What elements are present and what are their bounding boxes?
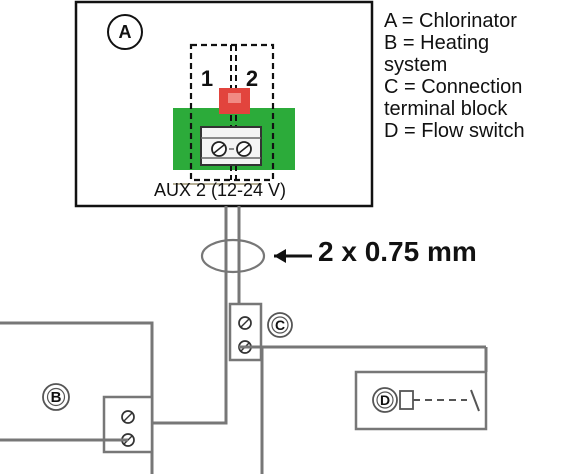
legend-line-2: B = Heating	[384, 32, 490, 54]
badge-a: A	[119, 22, 132, 42]
legend-line-1: A = Chlorinator	[384, 10, 517, 32]
cable-spec: 2 x 0.75 mm	[318, 236, 477, 267]
badge-d-inner	[376, 391, 394, 409]
terminal-block-body	[200, 126, 262, 166]
flow-switch-label: D	[380, 392, 390, 408]
cable-bundle-ellipse	[200, 238, 266, 274]
flow-switch-contact	[470, 389, 480, 412]
flow-switch-icon	[399, 390, 414, 410]
connection-terminal-label: C	[275, 317, 285, 333]
screw-slot	[123, 412, 133, 422]
screw-slot	[240, 318, 250, 328]
terminal-label-1: 1	[201, 66, 213, 91]
terminal-label-2: 2	[246, 66, 258, 91]
badge-c-inner	[271, 316, 289, 334]
badge-a-circle	[107, 14, 143, 50]
legend-line-5: terminal block	[384, 98, 508, 120]
flow-switch-housing	[354, 370, 488, 431]
aux-label: AUX 2 (12-24 V)	[153, 180, 287, 200]
legend-line-4: C = Connection	[384, 76, 523, 98]
screw-slot	[238, 144, 250, 154]
legend-line-3: system	[384, 54, 448, 76]
arrow-left-icon	[274, 249, 286, 263]
red-connector-highlight	[228, 93, 241, 103]
legend: A = Chlorinator B = Heating system C = C…	[384, 10, 570, 142]
legend-line-6: D = Flow switch	[384, 120, 525, 142]
screw-slot	[213, 144, 225, 154]
badge-b-inner	[46, 387, 66, 407]
heating-system-label: B	[51, 389, 62, 406]
